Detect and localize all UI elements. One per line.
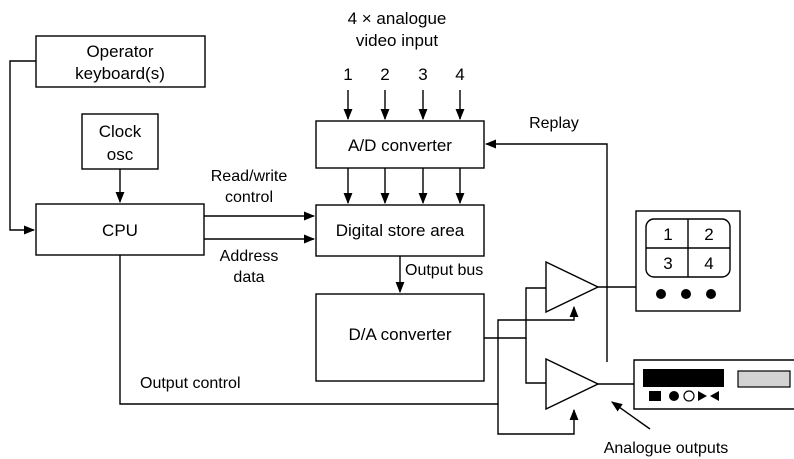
- record-icon: [669, 391, 679, 401]
- monitor-knob-2: [681, 289, 691, 299]
- play-icon: [698, 391, 707, 401]
- keyboard-label-line1: Operator: [86, 42, 153, 61]
- read-write-label-line1: Read/write: [211, 168, 288, 185]
- recorder-cassette-slot: [737, 370, 791, 388]
- input-label-2: 2: [380, 65, 389, 84]
- ad-converter-label: A/D converter: [348, 136, 452, 155]
- amp1-control-line: [497, 305, 579, 404]
- monitor-quadrant-4: 4: [704, 254, 713, 273]
- output-control-label: Output control: [140, 375, 241, 392]
- dac-to-amp1-line: [484, 287, 546, 339]
- recorder-display: [643, 369, 724, 387]
- input-label-3: 3: [418, 65, 427, 84]
- monitor-quadrant-1: 1: [663, 225, 672, 244]
- address-data-label-line1: Address: [220, 248, 279, 265]
- replay-label: Replay: [529, 115, 579, 132]
- amplifier-1: [545, 260, 600, 314]
- da-converter-label: D/A converter: [349, 325, 452, 344]
- digital-store-label: Digital store area: [336, 221, 465, 240]
- clock-label-line1: Clock: [99, 122, 142, 141]
- address-data-label-line2: data: [233, 269, 264, 286]
- output-control-line: [119, 255, 579, 435]
- monitor-quadrant-2: 2: [704, 225, 713, 244]
- analogue-outputs-label: Analogue outputs: [604, 440, 729, 457]
- inputs-title-line2: video input: [356, 31, 439, 50]
- dac-to-amp2-line: [525, 338, 546, 384]
- cpu-label: CPU: [102, 221, 138, 240]
- inputs-title-line1: 4 × analogue: [348, 9, 447, 28]
- monitor-knob-3: [706, 289, 716, 299]
- amplifier-2: [545, 357, 600, 411]
- monitor-quadrant-3: 3: [663, 254, 672, 273]
- quad-monitor: 1 2 3 4: [635, 210, 741, 312]
- input-label-1: 1: [343, 65, 352, 84]
- output-bus-label: Output bus: [405, 262, 483, 279]
- read-write-label-line2: control: [225, 189, 273, 206]
- keyboard-label-line2: keyboard(s): [75, 64, 165, 83]
- recorder-frame: [633, 359, 794, 410]
- video-recorder: [633, 359, 794, 410]
- rewind-icon: [710, 391, 719, 401]
- pause-circle-icon: [683, 390, 695, 402]
- input-label-4: 4: [455, 65, 464, 84]
- replay-line: [484, 139, 608, 362]
- monitor-frame: [635, 210, 741, 312]
- ad-converter-box: [315, 120, 485, 169]
- stop-icon: [649, 391, 661, 401]
- monitor-knob-1: [656, 289, 666, 299]
- analogue-outputs-pointer: [611, 401, 651, 430]
- clock-label-line2: osc: [107, 145, 134, 164]
- keyboard-to-cpu-line: [9, 60, 36, 235]
